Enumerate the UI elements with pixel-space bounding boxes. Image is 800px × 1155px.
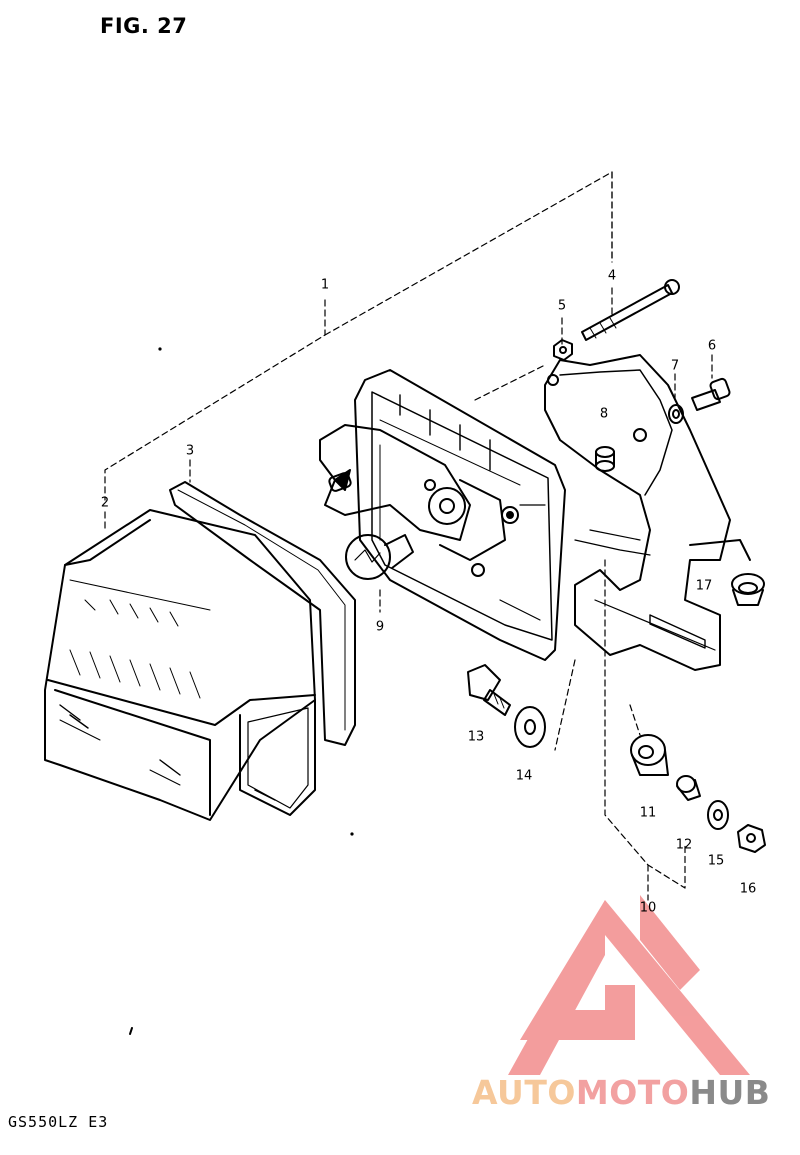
part-label-7: 7 — [670, 358, 680, 374]
part-label-1: 1 — [320, 277, 330, 293]
part-label-2: 2 — [100, 495, 110, 511]
part-label-16: 16 — [739, 881, 757, 897]
bolt-part-13 — [467, 664, 511, 716]
nut-part-5 — [553, 339, 573, 361]
part-label-13: 13 — [467, 729, 485, 745]
washer-part-15 — [707, 800, 729, 830]
gasket-part-3 — [169, 481, 356, 746]
reflector-plate — [319, 424, 471, 541]
bolt-part-4 — [581, 279, 680, 341]
watermark-logo — [508, 895, 750, 1075]
part-label-5: 5 — [557, 298, 567, 314]
watermark-brand: AUTOMOTOHUB — [472, 1073, 770, 1112]
bracket-part-10 — [544, 354, 751, 671]
speck — [158, 347, 162, 351]
bulb-part-9 — [345, 534, 414, 580]
part-label-4: 4 — [607, 268, 617, 284]
part-label-6: 6 — [707, 338, 717, 354]
part-label-9: 9 — [375, 619, 385, 635]
part-label-8: 8 — [599, 406, 609, 422]
nut-part-16 — [737, 824, 766, 853]
washer-part-7 — [668, 404, 684, 424]
housing-part-1 — [354, 369, 566, 661]
lens-part-2 — [44, 509, 316, 821]
speck — [129, 1027, 133, 1035]
figure-title: FIG. 27 — [100, 14, 188, 38]
part-label-15: 15 — [707, 853, 725, 869]
brand-moto: MOTO — [575, 1073, 690, 1112]
screw-part-6 — [691, 377, 731, 411]
speck — [350, 832, 354, 836]
model-code: GS550LZ E3 — [8, 1113, 109, 1131]
grommet-part-17 — [731, 573, 765, 606]
brand-auto: AUTO — [472, 1073, 576, 1112]
part-label-11: 11 — [639, 805, 657, 821]
part-label-14: 14 — [515, 768, 533, 784]
spacer-part-8 — [595, 446, 615, 472]
washer-part-14 — [514, 706, 546, 748]
leader-lines — [104, 171, 713, 901]
part-label-17: 17 — [695, 578, 713, 594]
cushion-part-11 — [630, 734, 669, 776]
brand-hub: HUB — [689, 1073, 771, 1112]
part-label-10: 10 — [639, 900, 657, 916]
sleeve-part-12 — [676, 775, 701, 801]
part-label-12: 12 — [675, 837, 693, 853]
part-label-3: 3 — [185, 443, 195, 459]
